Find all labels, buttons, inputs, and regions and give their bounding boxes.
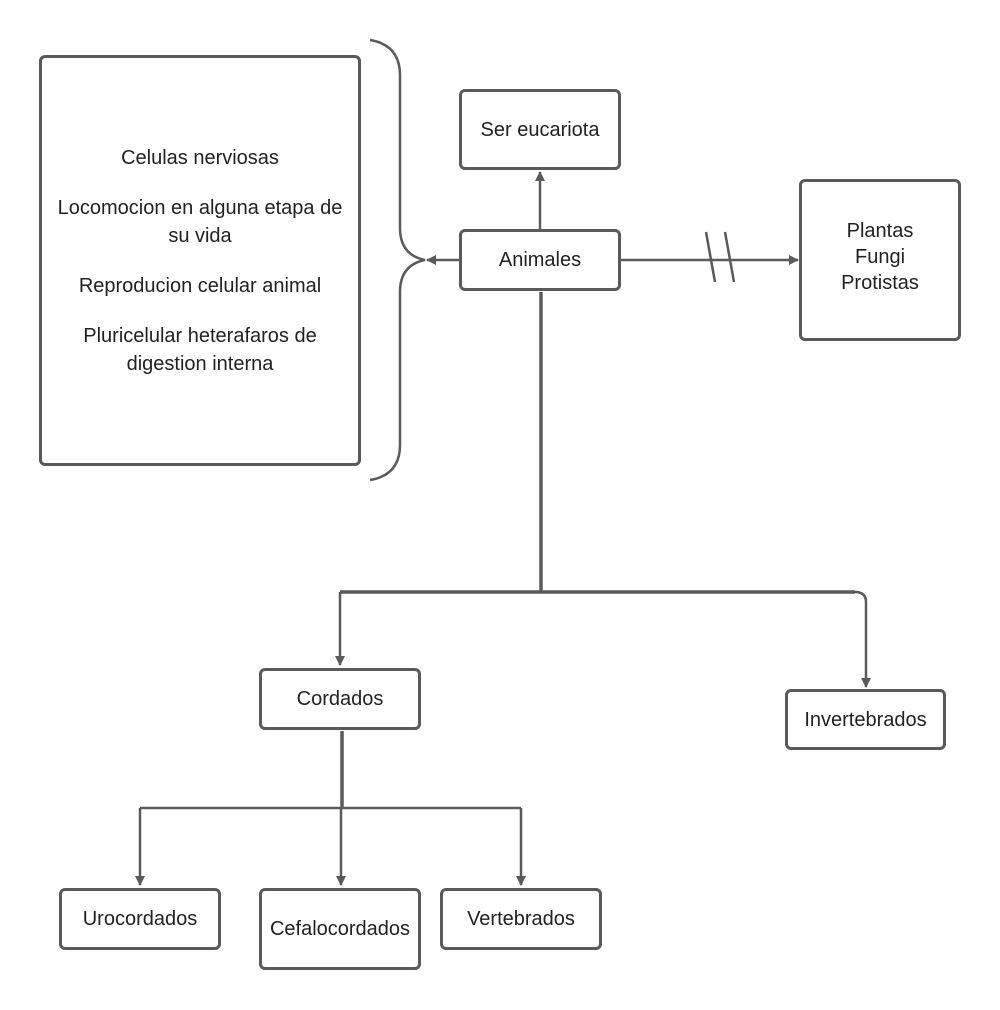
node-cordados-label: Cordados [296,688,384,710]
traits-box: Celulas nerviosas Locomocion en alguna e… [39,55,361,466]
node-fungi-label: Fungi [854,246,906,268]
arrow-to-invertebrados [854,590,871,688]
node-protistas-label: Protistas [841,272,919,294]
node-ser-eucariota-label: Ser eucariota [480,118,600,141]
node-plantas-label: Plantas [846,220,914,242]
trait-celulas-nerviosas: Celulas nerviosas [121,146,279,169]
node-vertebrados-label: Vertebrados [467,908,575,930]
node-ser-eucariota: Ser eucariota [459,89,621,170]
node-urocordados-label: Urocordados [82,908,198,930]
node-plantas-fungi-protistas: Plantas Fungi Protistas [799,179,961,341]
traits-brace [369,38,426,482]
node-urocordados: Urocordados [59,888,221,950]
node-vertebrados: Vertebrados [440,888,602,950]
node-invertebrados-label: Invertebrados [804,708,927,731]
node-cordados: Cordados [259,668,421,730]
node-animales: Animales [459,229,621,291]
node-animales-label: Animales [498,249,582,271]
node-cefalocordados-label: Cefalocordados [269,918,411,940]
negation-mark-1 [704,231,717,283]
trait-pluricelular: Pluricelular heterafaros de digestion in… [83,324,317,375]
negation-mark-2 [723,231,736,283]
trait-reproducion: Reproducion celular animal [78,274,322,297]
node-invertebrados: Invertebrados [785,689,946,750]
trait-locomocion: Locomocion en alguna etapa de su vida [57,196,343,247]
node-cefalocordados: Cefalocordados [259,888,421,970]
